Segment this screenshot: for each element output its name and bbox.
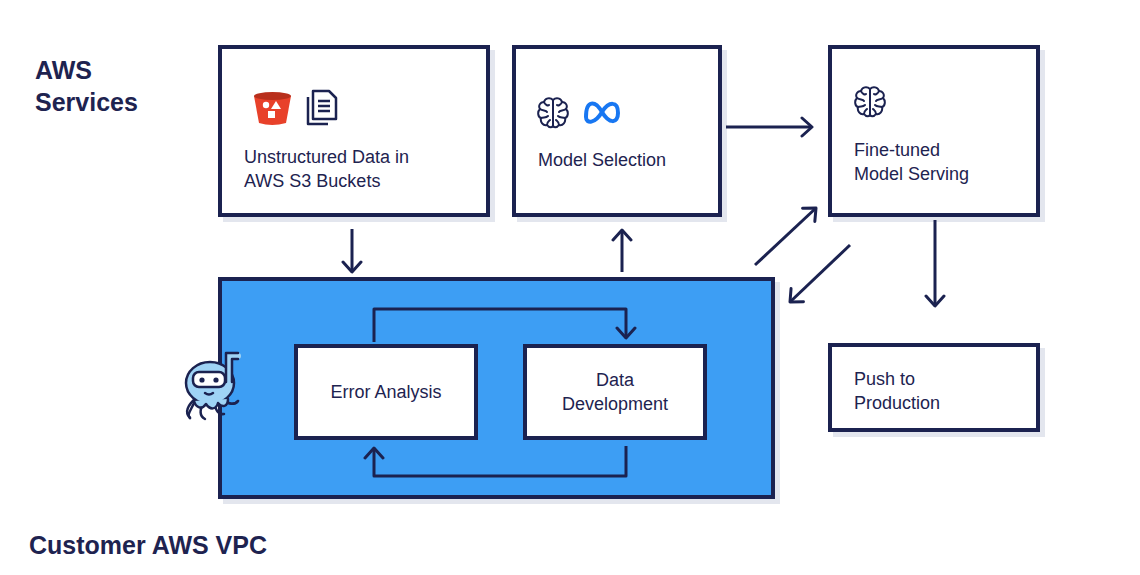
box-label: Unstructured Data in AWS S3 Buckets: [244, 145, 439, 193]
box-label: Model Selection: [538, 148, 708, 172]
flow-arrow: [934, 220, 937, 306]
flow-arrow: [726, 126, 812, 129]
box-label: Error Analysis: [330, 380, 441, 404]
box-label: Data Development: [550, 368, 680, 416]
process-box: Data Development: [523, 344, 707, 440]
model-box: Model Selection: [512, 45, 722, 217]
flow-arrow: [374, 446, 626, 476]
deploy-box: Push to Production: [828, 343, 1040, 432]
octopus-mascot: [186, 353, 238, 419]
flow-arrow: [351, 229, 354, 272]
region-heading: Customer AWS VPC: [29, 529, 267, 561]
vpc-region: Customer AWS VPCError AnalysisData Devel…: [218, 277, 775, 499]
data-source-box: Unstructured Data in AWS S3 Buckets: [218, 45, 490, 217]
process-box: Error Analysis: [294, 344, 478, 440]
flow-arrow: [621, 230, 624, 272]
box-label: Fine-tuned Model Serving: [854, 138, 982, 186]
serving-box: Fine-tuned Model Serving: [828, 45, 1040, 217]
flow-arrow: [790, 245, 850, 302]
region-heading: AWS Services: [35, 54, 160, 118]
meta-logo: [586, 104, 618, 122]
box-label: Push to Production: [854, 367, 964, 415]
document-icon: [308, 91, 336, 124]
brain-icon: [855, 87, 885, 116]
s3-bucket-icon: [254, 92, 291, 125]
brain-icon: [538, 98, 568, 127]
flow-arrow: [374, 309, 626, 342]
flow-arrow: [755, 208, 816, 265]
